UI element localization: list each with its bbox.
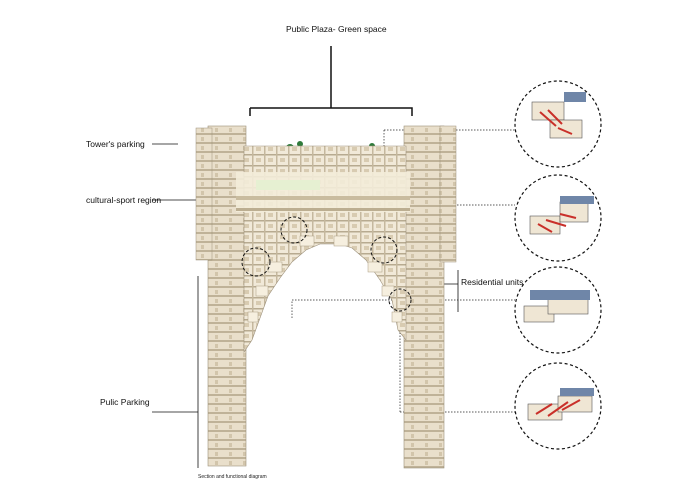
label-towers-parking: Tower's parking [86, 139, 145, 149]
unit-callout-1 [514, 80, 602, 168]
label-cultural-sport: cultural-sport region [86, 195, 162, 205]
unit-callout-3 [514, 266, 602, 354]
label-public-parking: Pulic Parking [100, 397, 150, 407]
diagram-caption: Section and functional diagram [198, 474, 267, 480]
unit-callout-2 [514, 174, 602, 262]
label-public-plaza: Public Plaza- Green space [286, 24, 387, 34]
label-residential-units: Residential units [461, 277, 524, 287]
building-section [195, 125, 457, 469]
unit-callout-4 [514, 362, 602, 450]
